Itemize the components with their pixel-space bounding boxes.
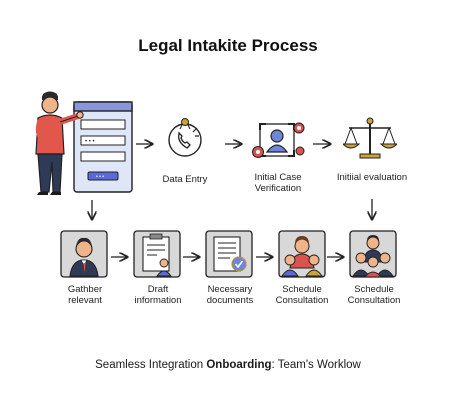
user-gears-icon bbox=[252, 122, 305, 158]
team-icon bbox=[349, 230, 397, 278]
svg-text:• • •: • • • bbox=[96, 174, 104, 180]
label-schedule-consultation-1: Schedule Consultation bbox=[275, 284, 329, 306]
clipboard-person-icon bbox=[133, 230, 181, 278]
person-filling-form-illustration: • • • • • • bbox=[35, 91, 133, 195]
label-draft-information: Draft information bbox=[134, 284, 182, 306]
caption-bold: Onboarding bbox=[206, 359, 272, 371]
document-check-icon bbox=[205, 230, 253, 278]
label-necessary-documents: Necessary documents bbox=[206, 284, 254, 306]
label-data-entry: Data Entry bbox=[162, 174, 208, 185]
label-initial-evaluation: Initiial evaluation bbox=[336, 172, 408, 183]
label-schedule-consultation-2: Schedule Consultation bbox=[347, 284, 401, 306]
caption-prefix: Seamless Integration bbox=[95, 359, 207, 371]
diagram-caption: Seamless Integration Onboarding: Team's … bbox=[0, 359, 456, 371]
diagram-title: Legal Intakite Process bbox=[138, 36, 318, 55]
caption-suffix: : Team's Worklow bbox=[271, 359, 361, 371]
label-gather-relevant: Gathber relevant bbox=[67, 284, 103, 306]
group-icon bbox=[278, 230, 326, 278]
svg-text:• • •: • • • bbox=[85, 139, 95, 145]
label-initial-case-verification: Initial Case Verification bbox=[254, 172, 302, 194]
phone-icon bbox=[168, 118, 202, 157]
scales-icon bbox=[343, 117, 397, 159]
person-portrait-icon bbox=[60, 230, 108, 278]
